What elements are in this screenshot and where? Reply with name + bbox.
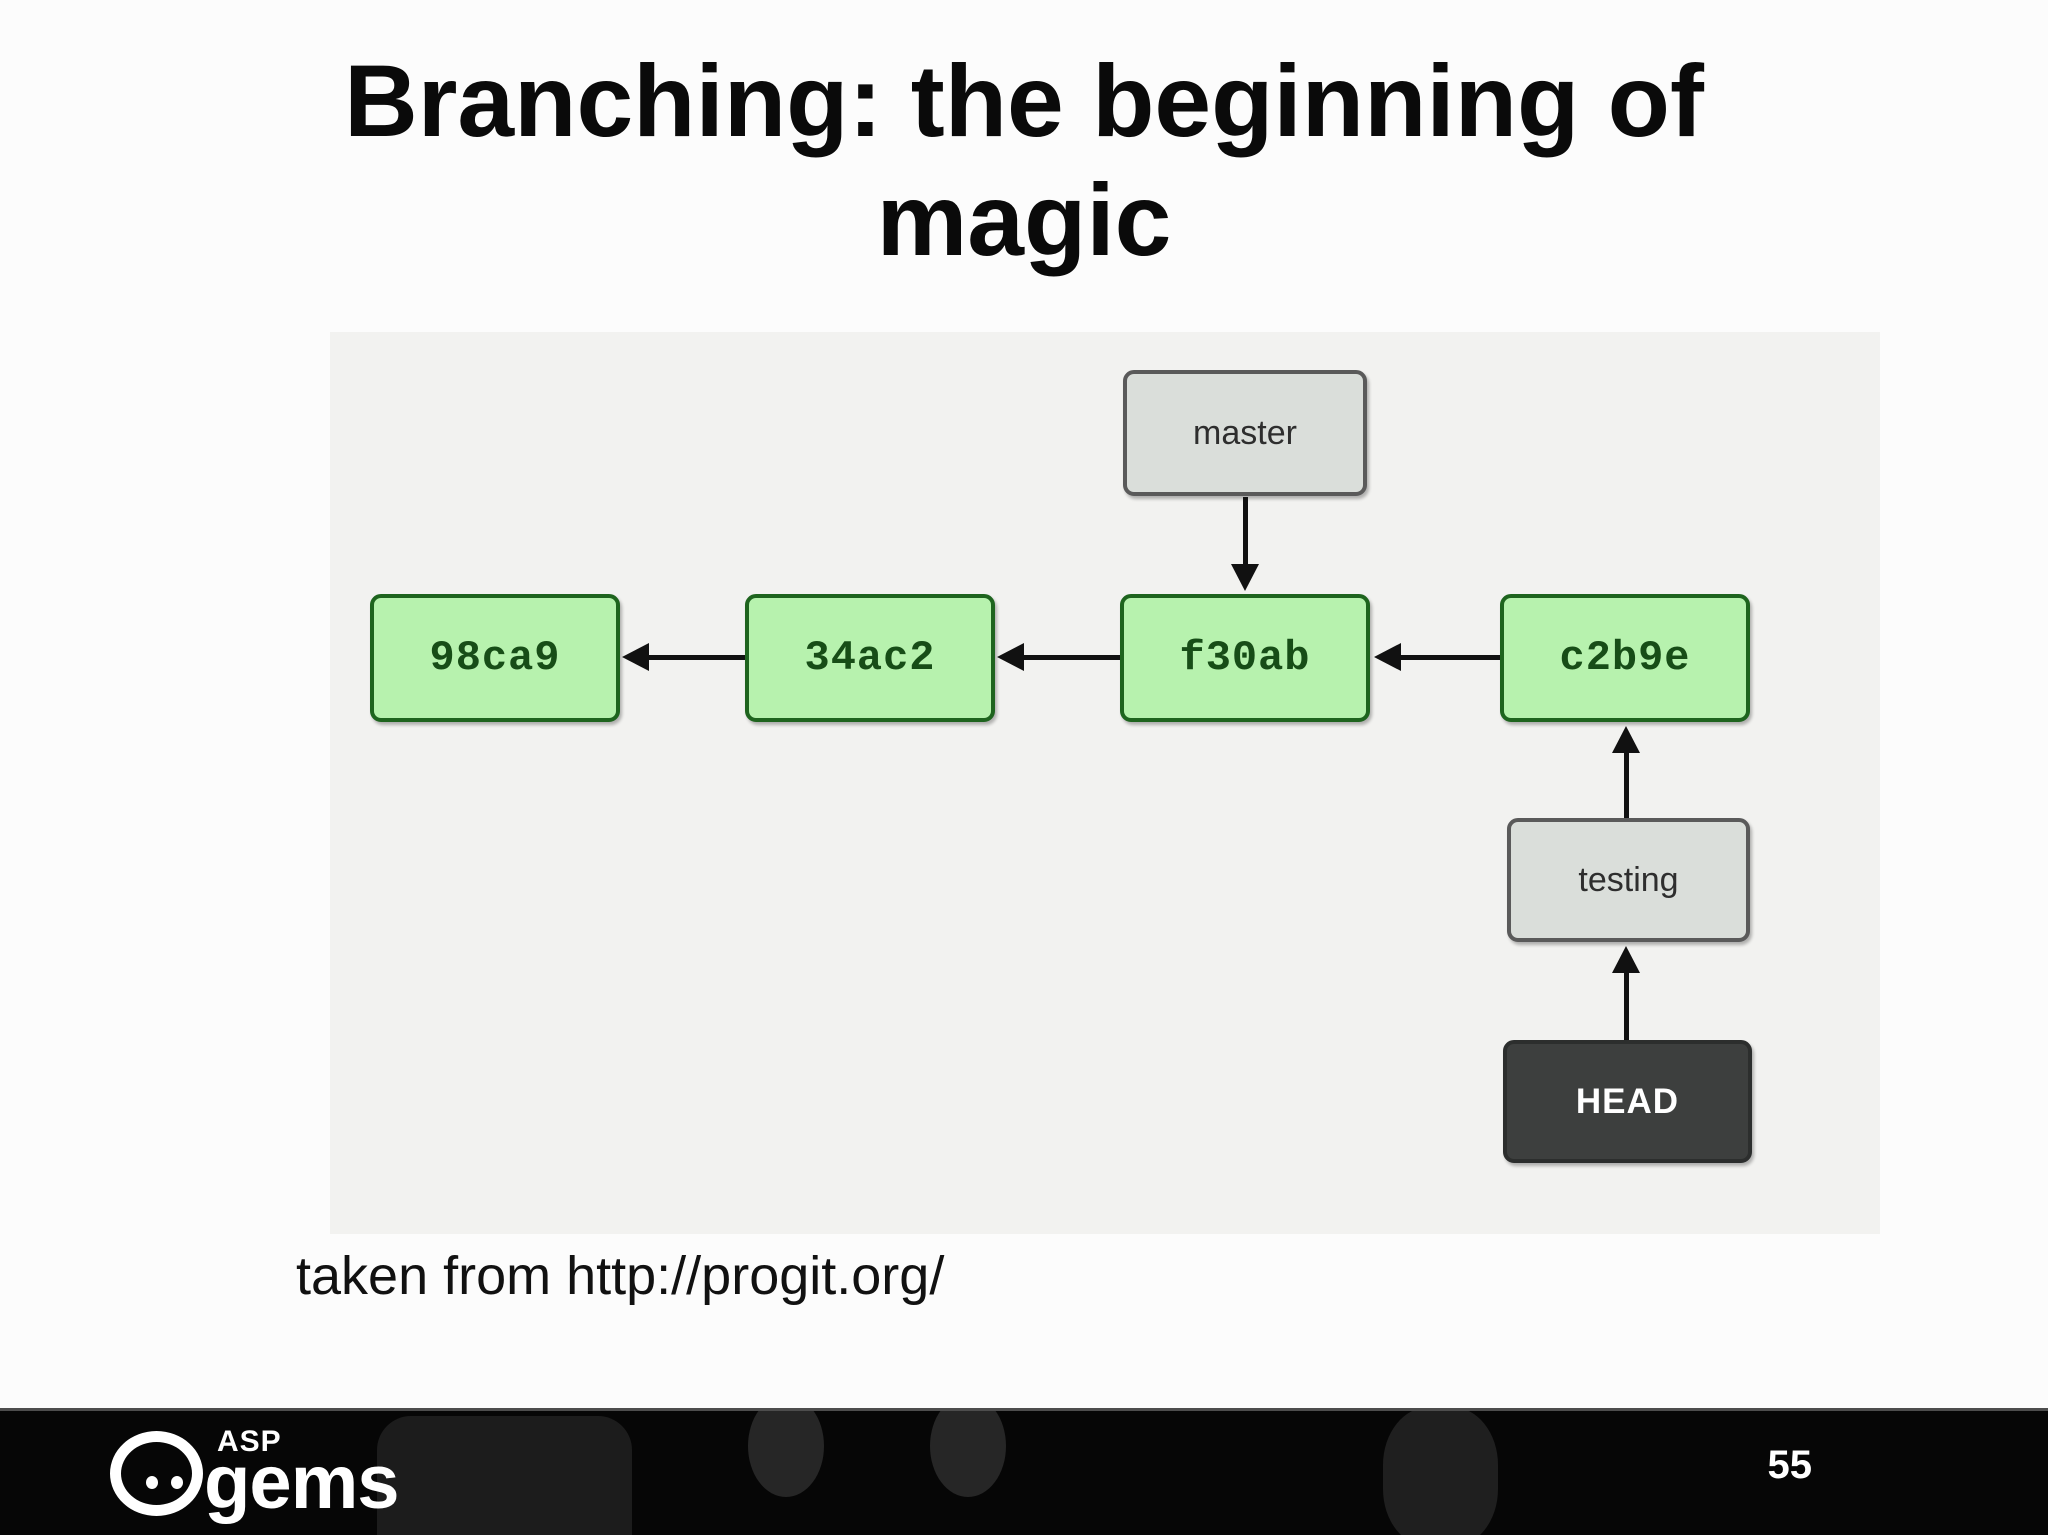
page-title: Branching: the beginning of magic <box>0 42 2048 281</box>
arrow-testing-to-c2b9e <box>1624 752 1629 818</box>
branch-label: testing <box>1578 860 1679 899</box>
arrow-head-left <box>622 643 649 671</box>
arrow-head-up <box>1612 946 1640 973</box>
head-label: HEAD <box>1575 1081 1680 1121</box>
commit-node: f30ab <box>1120 594 1370 722</box>
page-title-text: Branching: the beginning of magic <box>344 44 1704 278</box>
arrow-f30ab-to-34ac2 <box>1023 655 1120 660</box>
arrow-head-down <box>1231 564 1259 591</box>
footer-decoration <box>748 1411 824 1497</box>
branch-node-testing: testing <box>1507 818 1750 942</box>
arrow-34ac2-to-98ca9 <box>648 655 745 660</box>
branch-label: master <box>1193 413 1297 452</box>
footer-decoration <box>1383 1411 1498 1535</box>
smiley-eye-icon <box>171 1476 183 1489</box>
footer-bar: ASP gems 55 <box>0 1408 2048 1535</box>
logo-gems-text: gems <box>204 1440 400 1525</box>
arrow-head-left <box>1374 643 1401 671</box>
commit-id: c2b9e <box>1559 634 1691 682</box>
arrow-head-up <box>1612 726 1640 753</box>
page-number: 55 <box>1767 1443 1813 1487</box>
commit-node: 34ac2 <box>745 594 995 722</box>
arrow-head-to-testing <box>1624 972 1629 1040</box>
head-node: HEAD <box>1503 1040 1752 1163</box>
source-caption: taken from http://progit.org/ <box>296 1246 945 1306</box>
commit-id: f30ab <box>1179 634 1311 682</box>
smiley-face-icon <box>110 1431 203 1516</box>
arrow-master-to-f30ab <box>1243 497 1248 567</box>
aspgems-logo: ASP gems <box>110 1425 410 1526</box>
footer-decoration <box>930 1411 1006 1497</box>
smiley-eye-icon <box>146 1476 158 1489</box>
commit-node: c2b9e <box>1500 594 1750 722</box>
commit-node: 98ca9 <box>370 594 620 722</box>
arrow-head-left <box>997 643 1024 671</box>
logo-asp-text: ASP <box>217 1425 282 1458</box>
arrow-c2b9e-to-f30ab <box>1400 655 1500 660</box>
commit-id: 34ac2 <box>804 634 936 682</box>
footer-decoration <box>377 1416 632 1535</box>
commit-id: 98ca9 <box>429 634 561 682</box>
branch-node-master: master <box>1123 370 1367 496</box>
